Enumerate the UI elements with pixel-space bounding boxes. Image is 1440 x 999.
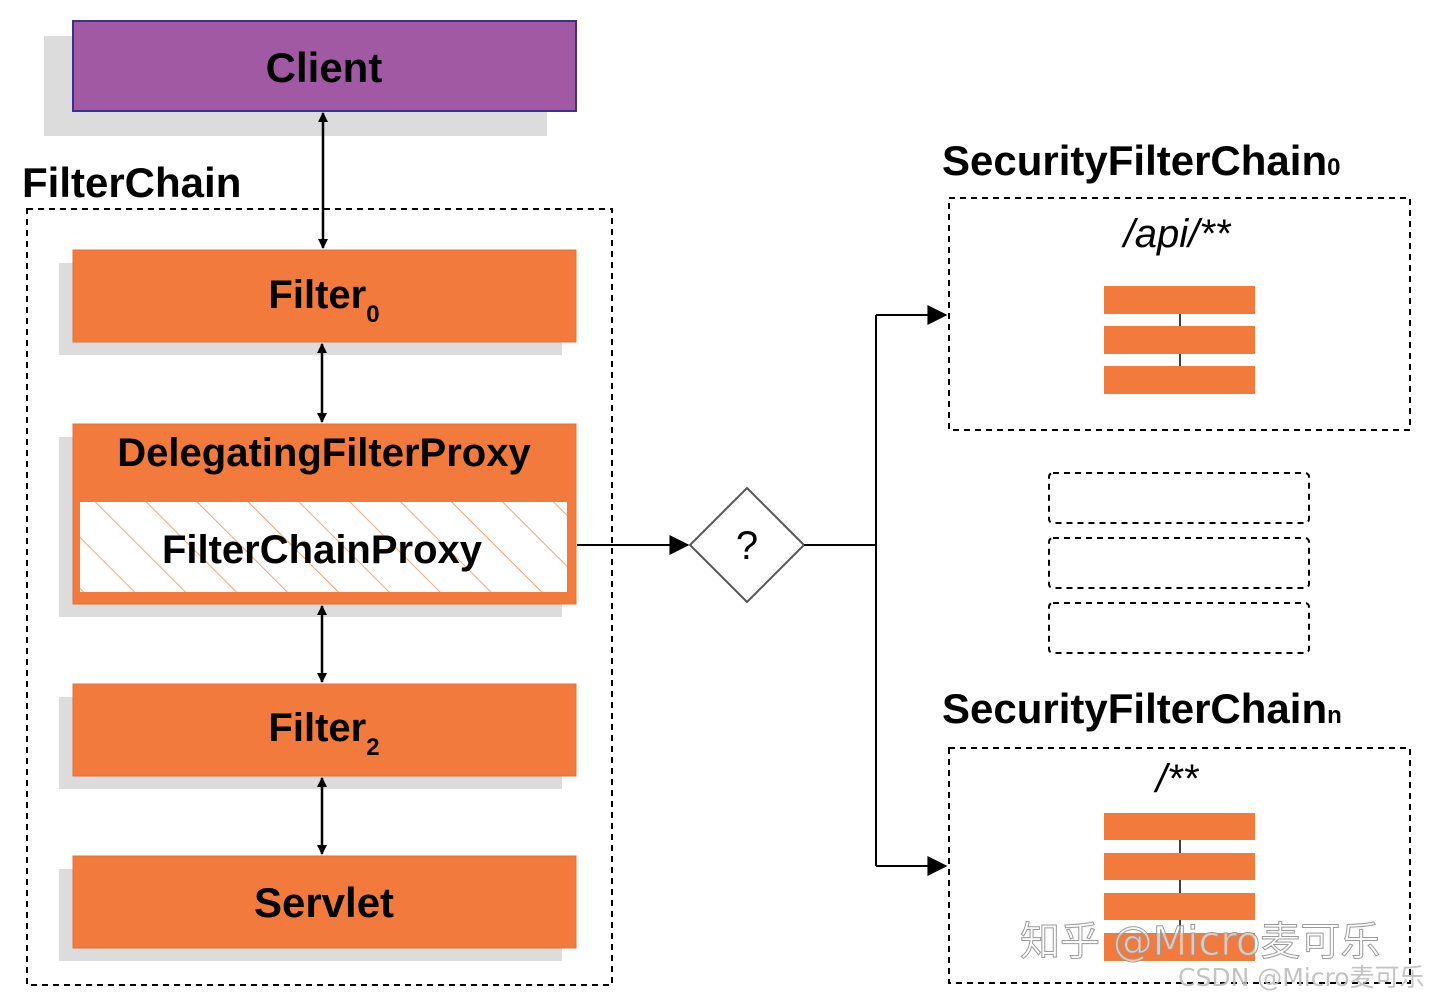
placeholder-chain bbox=[1048, 537, 1310, 589]
security-chain-n-filter bbox=[1104, 893, 1255, 920]
decision-diamond bbox=[688, 486, 806, 604]
watermark-zhihu: 知乎 @Micro麦可乐 bbox=[1020, 919, 1380, 965]
servlet-box bbox=[72, 855, 577, 949]
security-chain-0-subscript: 0 bbox=[1327, 154, 1340, 181]
filter0-box bbox=[72, 249, 577, 343]
security-chain-0-filter bbox=[1104, 366, 1255, 394]
security-chain-n-filter bbox=[1104, 933, 1255, 961]
filter-chain-container bbox=[26, 208, 613, 986]
filter-chain-proxy-hatch bbox=[80, 502, 567, 592]
client-box bbox=[72, 20, 577, 112]
security-chain-n-filter bbox=[1104, 853, 1255, 880]
security-chain-0-pattern: /api/** bbox=[1121, 212, 1232, 256]
delegating-proxy-label: DelegatingFilterProxy bbox=[117, 431, 531, 475]
filter0-label: Filter0 bbox=[268, 273, 379, 328]
filter-chain-title: FilterChain bbox=[22, 159, 241, 206]
client-label: Client bbox=[266, 44, 383, 91]
security-chain-n-title: SecurityFilterChainn bbox=[942, 685, 1342, 732]
security-chain-0-filter bbox=[1104, 286, 1255, 314]
security-chain-n-subscript: n bbox=[1327, 702, 1342, 729]
placeholder-chain bbox=[1048, 472, 1310, 524]
filter2-box bbox=[72, 683, 577, 777]
watermark-csdn: CSDN @Micro麦可乐 bbox=[1178, 963, 1425, 992]
filter2-label: Filter2 bbox=[268, 706, 379, 761]
security-chain-0-filter bbox=[1104, 326, 1255, 354]
placeholder-chain bbox=[1048, 602, 1310, 654]
servlet-label: Servlet bbox=[254, 879, 394, 926]
security-chain-n-filter bbox=[1104, 813, 1255, 840]
security-chain-0-title: SecurityFilterChain0 bbox=[942, 137, 1340, 184]
security-chain-0-container bbox=[948, 197, 1411, 431]
decision-label: ? bbox=[736, 524, 758, 568]
security-chain-n-pattern: /** bbox=[1153, 757, 1200, 801]
filter0-subscript: 0 bbox=[366, 301, 379, 328]
filter2-subscript: 2 bbox=[366, 734, 379, 761]
filter-chain-proxy-label: FilterChainProxy bbox=[162, 528, 483, 572]
security-chain-n-container bbox=[948, 747, 1411, 984]
